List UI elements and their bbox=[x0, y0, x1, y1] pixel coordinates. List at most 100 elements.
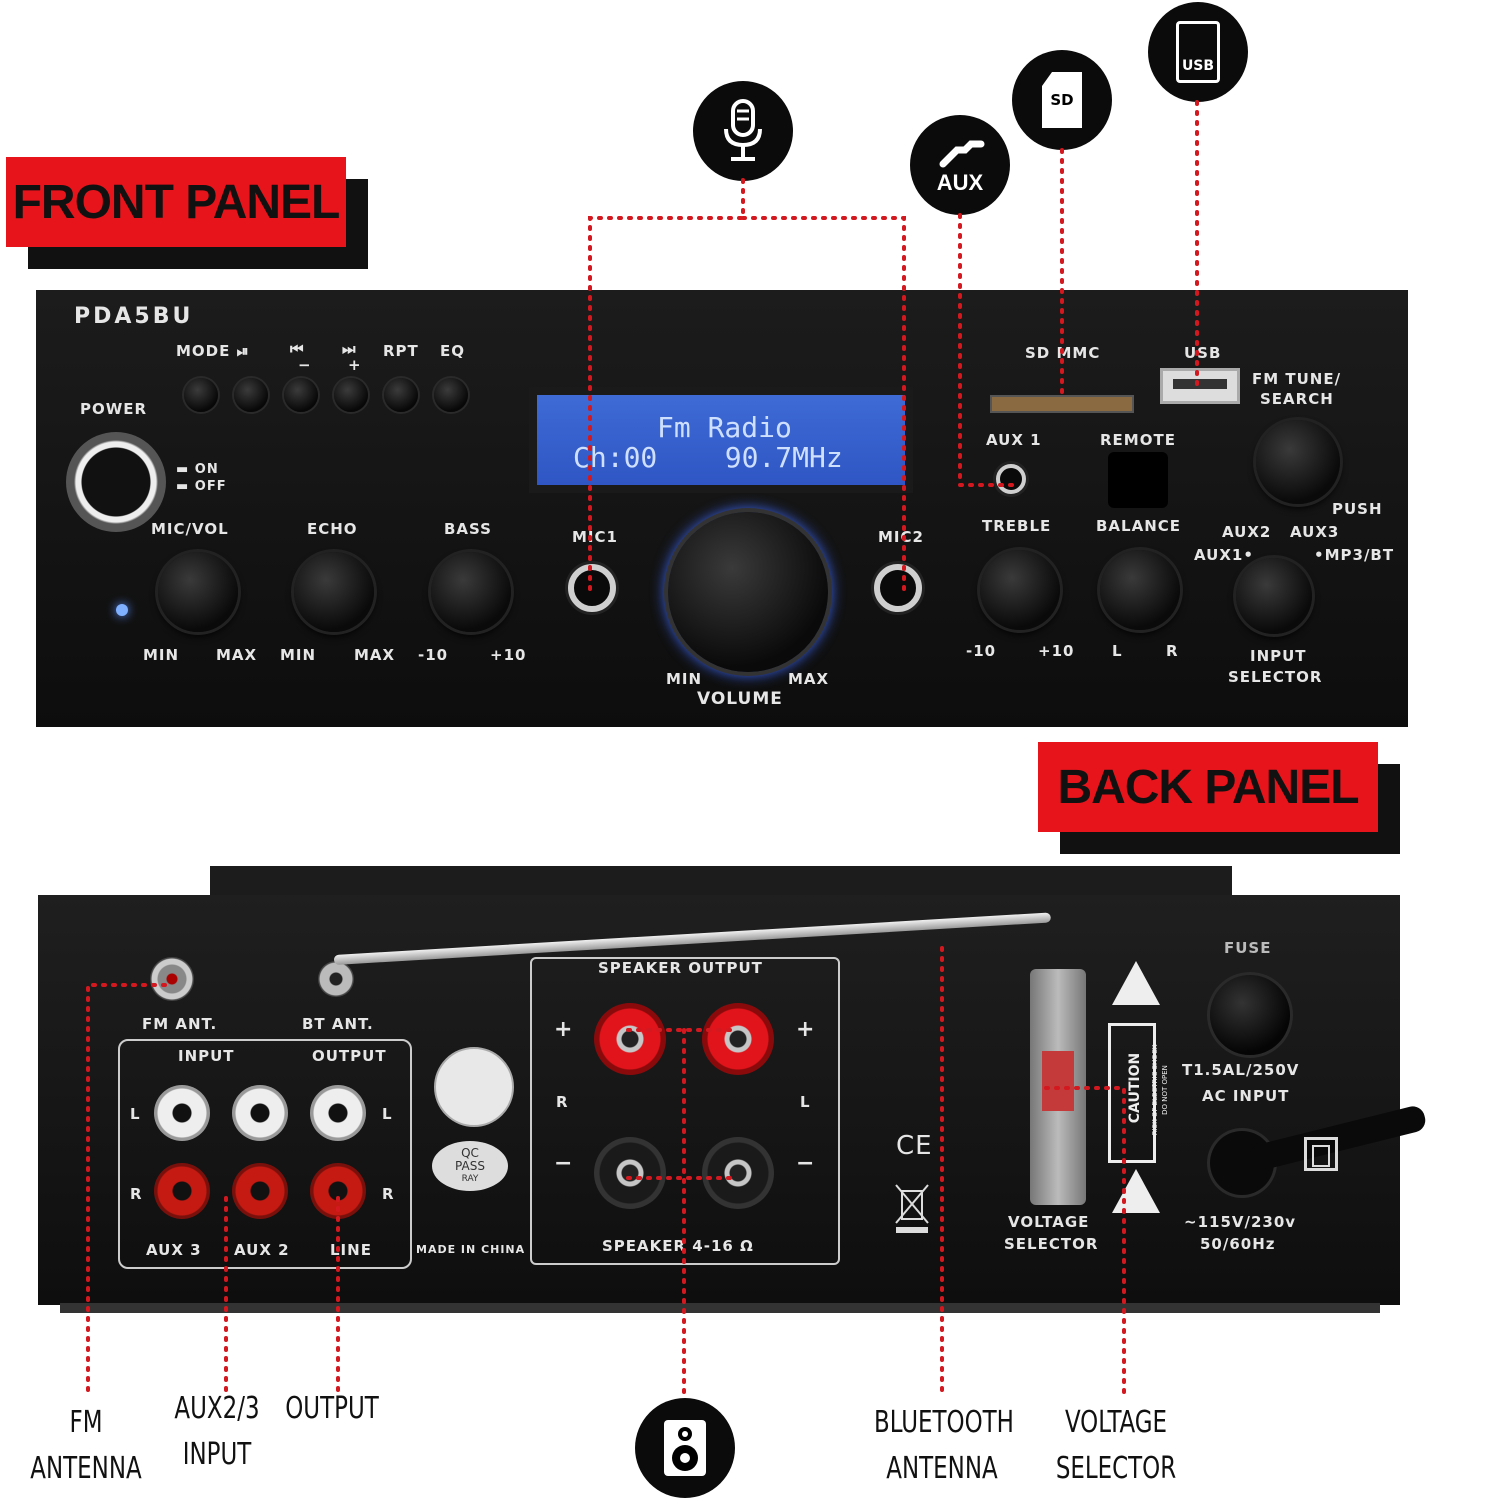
power-label: POWER bbox=[80, 400, 148, 418]
line-left-rca[interactable] bbox=[310, 1085, 366, 1141]
mic-vol-max: MAX bbox=[216, 646, 258, 664]
sd-card-icon: SD bbox=[1012, 50, 1112, 150]
selector-label: SELECTOR bbox=[1228, 668, 1323, 686]
caption-fm-antenna: FM ANTENNA bbox=[25, 1400, 147, 1492]
power-off-label: ▬ OFF bbox=[176, 479, 227, 494]
mode-button[interactable] bbox=[184, 378, 218, 412]
input-label: INPUT bbox=[1250, 647, 1307, 665]
back-panel-title: BACK PANEL bbox=[1038, 742, 1378, 832]
push-label: PUSH bbox=[1332, 500, 1383, 518]
echo-knob[interactable] bbox=[294, 552, 374, 632]
microphone-icon bbox=[693, 81, 793, 181]
speaker-right-minus-terminal[interactable] bbox=[594, 1137, 666, 1209]
output-group-label: OUTPUT bbox=[312, 1047, 387, 1065]
caption-bt-line2: ANTENNA bbox=[886, 1451, 998, 1486]
frequency-label: 50/60Hz bbox=[1200, 1235, 1276, 1253]
bass-minus: -10 bbox=[418, 646, 449, 664]
model-label: PDA5BU bbox=[74, 304, 194, 329]
qc-text: QC bbox=[461, 1146, 479, 1160]
caption-vs-line2: SELECTOR bbox=[1055, 1451, 1177, 1486]
mode-label: MODE ⏯ bbox=[176, 342, 250, 360]
prev-sign: − bbox=[298, 356, 312, 374]
prev-label: ⏮ bbox=[290, 340, 305, 358]
treble-knob[interactable] bbox=[980, 550, 1060, 630]
balance-label: BALANCE bbox=[1096, 517, 1182, 535]
caption-fm-line1: FM bbox=[69, 1405, 103, 1440]
mic-vol-knob[interactable] bbox=[158, 552, 238, 632]
echo-min: MIN bbox=[280, 646, 317, 664]
caption-output: OUTPUT bbox=[283, 1386, 382, 1432]
speaker-plus-right: + bbox=[796, 1017, 816, 1042]
usb-icon: USB bbox=[1148, 2, 1248, 102]
repeat-button[interactable] bbox=[384, 378, 418, 412]
fm-antenna-connector[interactable] bbox=[150, 957, 194, 1001]
play-pause-button[interactable] bbox=[234, 378, 268, 412]
selector-aux1: AUX1• bbox=[1194, 546, 1254, 564]
caption-bt-line1: BLUETOOTH bbox=[874, 1405, 1014, 1440]
speaker-r-label: R bbox=[556, 1093, 569, 1111]
mic-vol-min: MIN bbox=[143, 646, 180, 664]
search-label: SEARCH bbox=[1260, 390, 1334, 408]
line-label: LINE bbox=[330, 1241, 372, 1259]
speaker-plus-left: + bbox=[554, 1017, 574, 1042]
mic-vol-label: MIC/VOL bbox=[151, 520, 229, 538]
input-output-box bbox=[118, 1039, 412, 1269]
fuse-holder[interactable] bbox=[1210, 975, 1290, 1055]
caption-aux-line1: AUX2/3 bbox=[174, 1391, 260, 1426]
sd-card-slot[interactable] bbox=[990, 395, 1134, 413]
selector-mp3bt: •MP3/BT bbox=[1314, 546, 1395, 564]
bt-ant-label: BT ANT. bbox=[302, 1015, 374, 1033]
aux2-left-rca[interactable] bbox=[232, 1085, 288, 1141]
speaker-minus-right: − bbox=[796, 1151, 816, 1176]
balance-knob[interactable] bbox=[1100, 550, 1180, 630]
caption-aux-line2: INPUT bbox=[182, 1437, 252, 1472]
echo-max: MAX bbox=[354, 646, 396, 664]
mic2-jack[interactable] bbox=[874, 564, 922, 612]
made-in-china-label: MADE IN CHINA bbox=[416, 1243, 526, 1256]
back-panel: FM ANT. BT ANT. INPUT OUTPUT L R L R AUX… bbox=[38, 895, 1428, 1305]
volume-label: VOLUME bbox=[697, 689, 783, 709]
ac-input-label: AC INPUT bbox=[1202, 1087, 1290, 1105]
next-label: ⏭ bbox=[342, 340, 357, 358]
bass-knob[interactable] bbox=[431, 552, 511, 632]
aux1-jack[interactable] bbox=[996, 464, 1026, 494]
fm-tune-knob[interactable] bbox=[1256, 420, 1340, 504]
aux3-left-rca[interactable] bbox=[154, 1085, 210, 1141]
treble-minus: -10 bbox=[966, 642, 997, 660]
input-group-label: INPUT bbox=[178, 1047, 235, 1065]
aux2-right-rca[interactable] bbox=[232, 1163, 288, 1219]
remote-label: REMOTE bbox=[1100, 431, 1176, 449]
next-sign: + bbox=[348, 356, 362, 374]
speaker-impedance-label: SPEAKER 4-16 Ω bbox=[602, 1237, 754, 1255]
speaker-left-minus-terminal[interactable] bbox=[702, 1137, 774, 1209]
back-top-cover bbox=[210, 866, 1232, 900]
qc-pass-sticker: QC PASS RAY bbox=[432, 1141, 508, 1191]
aux3-right-rca[interactable] bbox=[154, 1163, 210, 1219]
mic1-label: MIC1 bbox=[572, 528, 618, 546]
speaker-left-plus-terminal[interactable] bbox=[702, 1003, 774, 1075]
power-on-label: ▬ ON bbox=[176, 462, 219, 477]
double-insulation-icon bbox=[1304, 1137, 1338, 1171]
bt-antenna-connector[interactable] bbox=[318, 961, 354, 997]
speaker-l-label: L bbox=[800, 1093, 811, 1111]
right-label-2: R bbox=[382, 1185, 395, 1203]
sd-icon-label: SD bbox=[1042, 72, 1082, 128]
aux3-label: AUX 3 bbox=[146, 1241, 202, 1259]
weee-bin-icon bbox=[894, 1183, 930, 1233]
volume-knob[interactable] bbox=[668, 512, 828, 672]
eq-button[interactable] bbox=[434, 378, 468, 412]
speaker-right-plus-terminal[interactable] bbox=[594, 1003, 666, 1075]
lcd-line-1: Fm Radio bbox=[657, 411, 792, 444]
usb-port[interactable] bbox=[1160, 368, 1240, 404]
power-button[interactable] bbox=[66, 432, 166, 532]
input-selector-knob[interactable] bbox=[1236, 558, 1312, 634]
speaker-output-label: SPEAKER OUTPUT bbox=[598, 959, 763, 977]
next-button[interactable] bbox=[334, 378, 368, 412]
speaker-icon bbox=[635, 1398, 735, 1498]
aux-icon-label: AUX bbox=[936, 170, 984, 195]
qc-seal-round bbox=[434, 1047, 514, 1127]
previous-button[interactable] bbox=[284, 378, 318, 412]
aux1-jack-label: AUX 1 bbox=[986, 431, 1042, 449]
usb-label: USB bbox=[1184, 344, 1222, 362]
speaker-minus-left: − bbox=[554, 1151, 574, 1176]
